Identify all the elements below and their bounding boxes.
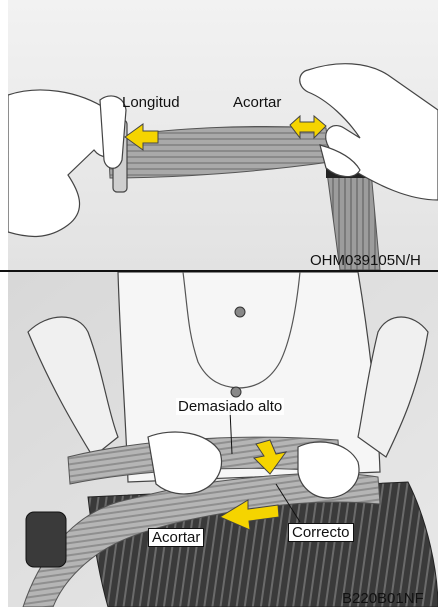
label-shorten-bottom: Acortar: [148, 528, 204, 547]
label-too-high: Demasiado alto: [176, 398, 284, 415]
figure-code-top: OHM039105N/H: [310, 252, 421, 269]
belt-adjust-drawing: [8, 0, 438, 270]
lap-belt-position-illustration: Demasiado alto Correcto Acortar B220B01N…: [8, 272, 438, 607]
lap-belt-drawing: [8, 272, 438, 607]
belt-adjust-illustration: Longitud Acortar OHM039105N/H: [8, 0, 438, 270]
label-lengthen: Longitud: [122, 94, 180, 111]
figure-code-bottom: B220B01NF: [342, 590, 424, 607]
label-correct: Correcto: [288, 523, 354, 542]
label-shorten-top: Acortar: [233, 94, 281, 111]
